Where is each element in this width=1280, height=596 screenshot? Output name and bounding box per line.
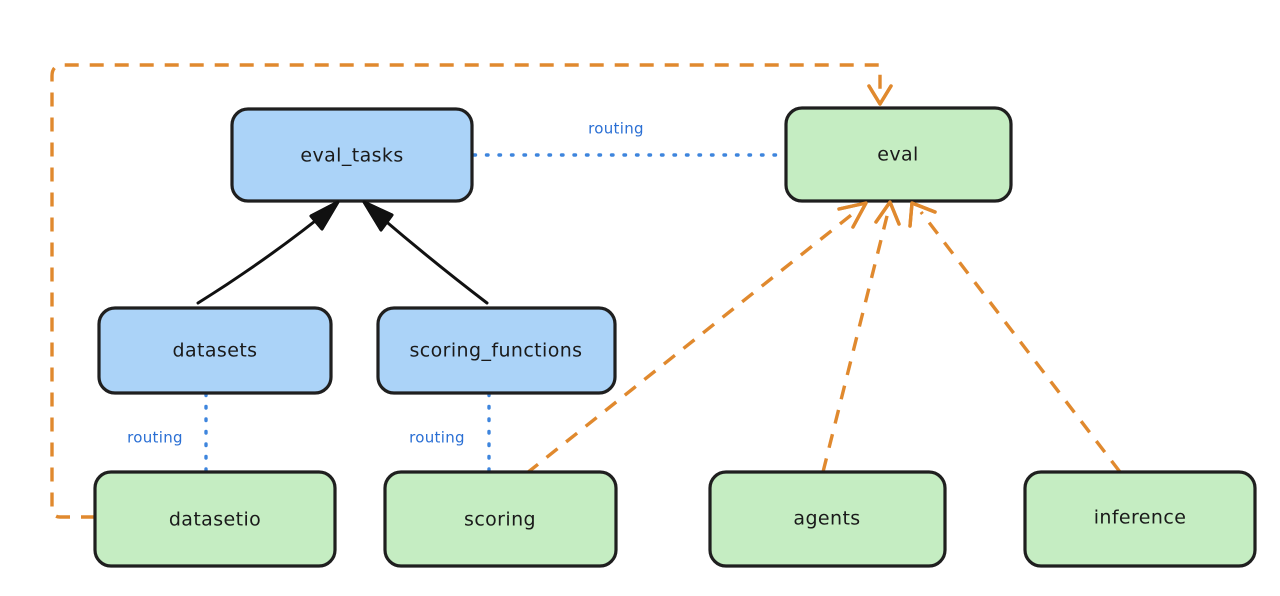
edge-label-routing-scoring-functions: routing	[409, 429, 465, 447]
node-eval[interactable]: eval	[784, 106, 1013, 203]
node-agents-shape[interactable]	[708, 470, 947, 568]
node-datasets[interactable]: datasets	[97, 306, 333, 395]
edge-label-routing-eval-tasks: routing	[588, 120, 644, 138]
node-datasets-label: datasets	[173, 340, 258, 362]
arrowhead-scoring-functions-eval-tasks	[362, 200, 394, 232]
node-scoring-functions-label: scoring_functions	[410, 340, 583, 362]
node-inference-label: inference	[1094, 507, 1187, 529]
node-datasetio-shape[interactable]	[93, 470, 337, 568]
edge-label-routing-datasets: routing	[127, 429, 183, 447]
node-datasetio[interactable]: datasetio	[93, 470, 337, 568]
node-scoring-label: scoring	[464, 509, 536, 531]
node-scoring-functions-shape[interactable]	[376, 306, 617, 395]
edge-inference-eval	[908, 201, 1122, 474]
node-scoring[interactable]: scoring	[383, 470, 618, 568]
arrowhead-overlay-layer	[309, 84, 937, 232]
arrowhead-inference-eval	[908, 201, 937, 228]
node-layer: eval_tasks eval datasets scoring_functio…	[93, 106, 1257, 568]
arrowhead-agents-eval	[874, 200, 901, 226]
node-eval-tasks[interactable]: eval_tasks	[230, 107, 474, 203]
node-eval-tasks-label: eval_tasks	[300, 145, 403, 167]
node-scoring-functions[interactable]: scoring_functions	[376, 306, 617, 395]
node-agents-label: agents	[793, 508, 860, 530]
node-inference[interactable]: inference	[1023, 470, 1257, 568]
node-eval-tasks-shape[interactable]	[230, 107, 474, 203]
node-datasetio-label: datasetio	[169, 509, 261, 531]
edge-label-layer: routing routing routing	[127, 120, 644, 447]
node-datasets-shape[interactable]	[97, 306, 333, 395]
node-scoring-shape[interactable]	[383, 470, 618, 568]
arrowhead-datasets-eval-tasks	[309, 200, 340, 231]
edge-agents-eval	[821, 200, 901, 473]
node-eval-shape[interactable]	[784, 106, 1013, 203]
node-inference-shape[interactable]	[1023, 470, 1257, 568]
node-agents[interactable]: agents	[708, 470, 947, 568]
node-eval-label: eval	[877, 144, 918, 166]
arrowhead-scoring-eval	[837, 201, 868, 229]
arrowhead-datasetio-eval	[867, 84, 893, 106]
